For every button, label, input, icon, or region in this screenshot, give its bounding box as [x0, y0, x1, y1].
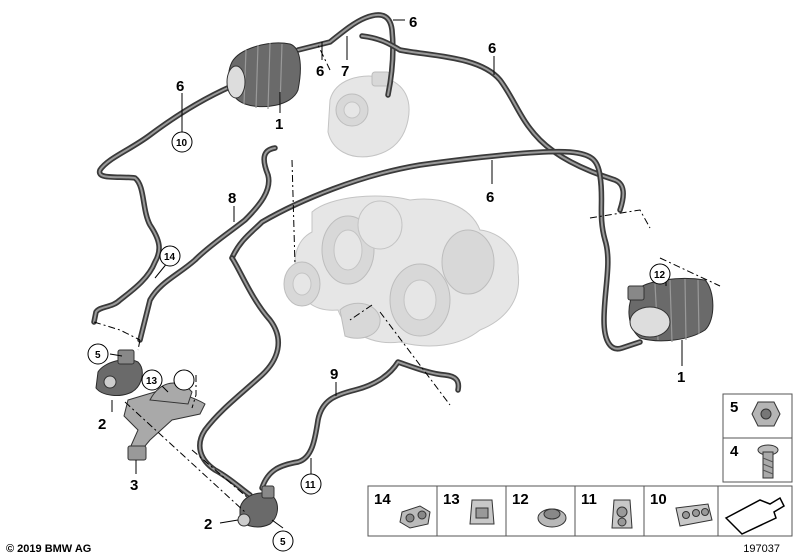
- nut-icon: [751, 401, 781, 427]
- hose-line-8: [137, 145, 278, 343]
- turbocharger-ghost: [283, 195, 520, 347]
- callouts: 1 1 2 2 3 6 6 7 6 6 6 8 9 4: [98, 14, 685, 533]
- callout-3: 3: [130, 477, 138, 494]
- callout-6-left: 6: [176, 78, 184, 95]
- legend-side: 5 4: [722, 393, 793, 483]
- multi-clip-icon: [675, 503, 713, 527]
- callout-6-upper-right: 6: [488, 40, 496, 57]
- legend-bottom: 14 13 12 11 10: [367, 485, 793, 537]
- circled-callouts: 10 14 12 5 13 11 5: [87, 131, 671, 552]
- vacuum-reservoir-top: [226, 42, 301, 110]
- hose-clip-icon: [611, 499, 633, 529]
- legend-item-13-number: 13: [443, 491, 460, 508]
- legend-item-12-number: 12: [512, 491, 529, 508]
- direction-arrow-icon: [724, 496, 785, 535]
- diagram-number: 197037: [743, 543, 780, 555]
- callout-2-left: 2: [98, 416, 106, 433]
- vacuum-pump-ghost: [327, 71, 410, 158]
- hose-line-6-left: [91, 83, 235, 325]
- legend-item-5-number: 5: [730, 399, 738, 416]
- legend-item-4-number: 4: [730, 443, 739, 460]
- callout-1-top: 1: [275, 116, 283, 133]
- copyright-text: © 2019 BMW AG: [6, 543, 92, 555]
- hose-line-6-long: [197, 255, 281, 498]
- callout-9: 9: [330, 366, 338, 383]
- callout-13-circle: 13: [141, 369, 163, 391]
- svg-text:13: 13: [146, 376, 158, 387]
- clip-nut-icon: [469, 499, 495, 525]
- callout-6-right: 6: [486, 189, 494, 206]
- svg-text:14: 14: [164, 252, 176, 263]
- hose-line-6-top: [295, 12, 627, 213]
- svg-text:5: 5: [280, 537, 286, 548]
- svg-text:10: 10: [176, 138, 188, 149]
- callout-6-top: 6: [409, 14, 417, 31]
- callout-6-mid: 6: [316, 63, 324, 80]
- legend-item-5-box: [722, 393, 793, 439]
- assembly-lines: [93, 44, 721, 513]
- svg-text:12: 12: [654, 270, 666, 281]
- hose-line-9: [259, 359, 462, 491]
- callout-1-right: 1: [677, 369, 685, 386]
- callout-14-circle: 14: [159, 245, 181, 267]
- double-clip-icon: [399, 505, 431, 529]
- legend-item-11-number: 11: [581, 491, 597, 508]
- svg-text:11: 11: [305, 480, 316, 491]
- legend-item-4-box: [722, 437, 793, 483]
- svg-text:5: 5: [95, 350, 101, 361]
- callout-11-circle: 11: [300, 473, 322, 495]
- callout-2-bottom: 2: [204, 516, 212, 533]
- legend-item-14-number: 14: [374, 491, 391, 508]
- vacuum-reservoir-right: [627, 277, 714, 343]
- callout-10-circle: 10: [171, 131, 193, 153]
- callout-7: 7: [341, 63, 349, 80]
- callout-4-circle: [173, 369, 195, 391]
- callout-8: 8: [228, 190, 236, 207]
- callout-12-circle: 12: [649, 263, 671, 285]
- grommet-icon: [537, 508, 567, 528]
- legend-item-10-number: 10: [650, 491, 667, 508]
- legend-item-12-box: [505, 485, 576, 537]
- screw-icon: [757, 444, 779, 479]
- pressure-converter-bottom: [237, 485, 278, 528]
- callout-5-circle-left: 5: [87, 343, 109, 365]
- hose-line-6-right: [229, 148, 643, 352]
- pressure-converter-left: [95, 349, 143, 396]
- bracket: [123, 382, 206, 461]
- callout-5-circle-bottom: 5: [272, 530, 294, 552]
- legend-item-11-box: [574, 485, 645, 537]
